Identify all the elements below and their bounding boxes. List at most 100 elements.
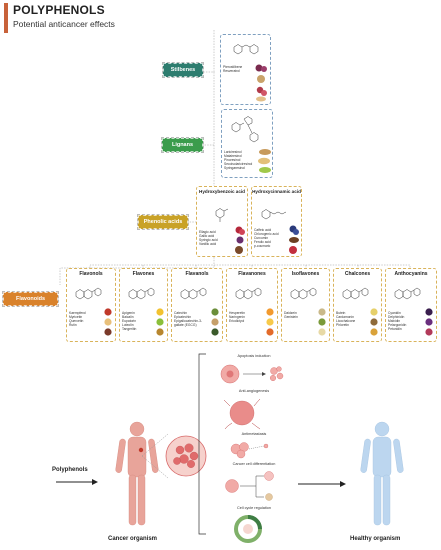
effect-antimetastasis-label: Antimetastasis	[241, 432, 267, 436]
tumor-zoom-lens	[141, 433, 207, 479]
flavonols-food-icons	[104, 308, 112, 336]
lignan-food-icons	[258, 149, 271, 173]
phenolic-acids-tag: Phenolic acids	[137, 214, 189, 230]
chalcones-structure-icon	[342, 287, 369, 300]
compound-syringaresinol: Syringaresinol	[224, 166, 245, 171]
compound-pinoresinol: Pinoresinol	[224, 158, 241, 163]
anthocyanins-food-icons	[425, 308, 433, 336]
healthy-organism-label: Healthy organism	[350, 536, 401, 542]
compound-item: Apigenin	[122, 311, 135, 315]
isoflavones-title: Isoflavones	[291, 271, 320, 277]
chalcones-title: Chalcones	[344, 271, 371, 277]
flavanols-title: Flavanols	[185, 271, 209, 277]
anthocyanins-title: Anthocyanins	[394, 271, 428, 277]
compound-curcumin: Curcumin	[254, 236, 269, 241]
compound-item: Kaempferol	[69, 311, 86, 315]
compound-item: Tangeritin	[122, 327, 137, 332]
compound-item: Rutin	[69, 323, 77, 328]
hydroxybenzoic-structure-icon	[215, 208, 229, 222]
compound-item: gallate (EGCG)	[174, 323, 197, 328]
stilbenes-compounds: Pterostilbene Resveratrol	[223, 65, 242, 73]
compound-item: Petunidin	[388, 327, 402, 332]
isoflavones-food-icons	[318, 308, 326, 336]
compound-item: Eriodictyol	[229, 319, 245, 324]
flavones-structure-icon	[128, 287, 155, 300]
effect-differentiation-label: Cancer cell differentiation	[232, 462, 276, 466]
stilbenes-label: Stilbenes	[170, 67, 196, 73]
compound-chlorogenic-acid: Chlorogenic acid	[254, 232, 279, 237]
compound-syringic-acid: Syringic acid	[199, 238, 218, 243]
isoflavones-structure-icon	[290, 287, 317, 300]
lignans-label: Lignans	[171, 142, 194, 148]
hydroxybenzoic-food-icons	[235, 226, 245, 254]
compound-item: Malvidin	[388, 319, 401, 324]
effect-cell-cycle-label: Cell cycle regulation	[237, 506, 271, 510]
compound-ellagic-acid: Ellagic acid	[199, 230, 216, 234]
stilbenes-box: Pterostilbene Resveratrol	[220, 34, 271, 105]
compound-secoisolariciresinol: Secoisolariciresinol	[224, 162, 253, 167]
compound-item: Epigallocatechin-3-	[174, 319, 203, 324]
phenolic-acids-label: Phenolic acids	[143, 219, 183, 225]
compound-caffeic-acid: Caffeic acid	[254, 228, 272, 232]
compound-item: Myricetin	[69, 315, 83, 320]
compound-item: Genistein	[284, 315, 298, 320]
stilbene-structure-icon	[233, 44, 259, 55]
compound-item: Phloretin	[336, 323, 350, 328]
compound-gallic-acid: Gallic acid	[199, 234, 215, 239]
flavonoid-branch-connectors	[89, 264, 411, 268]
cancer-organism-figure	[115, 421, 159, 526]
cell-cycle-icon	[234, 515, 262, 543]
compound-item: Baicalin	[122, 315, 134, 320]
compound-item: Cyanidin	[388, 311, 401, 315]
compound-item: Butein	[336, 311, 346, 315]
hydroxybenzoic-compounds: Ellagic acid Gallic acid Syringic acid V…	[199, 230, 218, 246]
polyphenols-label: Polyphenols	[52, 467, 88, 473]
compound-item: Epicatechin	[174, 315, 192, 320]
hydroxybenzoic-box: Hydroxybenzoic acid Ellagic acid Gallic …	[196, 186, 248, 257]
healthy-organism-figure	[360, 421, 404, 526]
compound-item: Pelargonidin	[388, 323, 407, 328]
compound-item: Licochalcone	[336, 319, 356, 324]
lignans-compounds: Lariciresinol Matairesinol Pinoresinol S…	[224, 150, 252, 171]
hydroxycinnamic-box: Hydroxycinnamic acid Caffeic acid Chloro…	[251, 186, 302, 257]
effect-antiangiogenesis-label: Anti-angiogenesis	[238, 389, 270, 393]
flavonols-structure-icon	[75, 287, 102, 300]
compound-item: Quercetin	[69, 319, 84, 324]
healing-arrow	[298, 481, 346, 487]
flavonoids-tag: Flavonoids	[2, 291, 59, 307]
page-subtitle: Potential anticancer effects	[13, 19, 115, 29]
apoptosis-icon	[220, 364, 284, 384]
polyphenols-arrow	[56, 479, 98, 485]
compound-item: Eupatorin	[122, 319, 137, 324]
cancer-organism-label: Cancer organism	[108, 536, 158, 542]
chalcones-food-icons	[370, 308, 378, 336]
differentiation-icon	[225, 471, 274, 501]
compound-item: Cardamonin	[336, 315, 354, 320]
compound-matairesinol: Matairesinol	[224, 154, 242, 159]
effect-apoptosis-label: Apoptosis induction	[237, 354, 271, 358]
antimetastasis-icon	[230, 442, 269, 459]
page-title: POLYPHENOLS	[13, 3, 105, 17]
flavones-title: Flavones	[132, 271, 155, 277]
stilbene-food-icons	[255, 64, 267, 102]
hydroxybenzoic-title: Hydroxybenzoic acid	[199, 189, 245, 194]
flavanols-structure-icon	[180, 287, 207, 300]
stilbenes-tag: Stilbenes	[162, 62, 204, 78]
compound-item: Delphinidin	[388, 315, 405, 320]
compound-lariciresinol: Lariciresinol	[224, 150, 242, 154]
compound-item: Hesperetin	[229, 311, 245, 315]
hydroxycinnamic-title: Hydroxycinnamic acid	[252, 189, 301, 194]
flavones-food-icons	[156, 308, 164, 336]
lignans-box: Lariciresinol Matairesinol Pinoresinol S…	[221, 109, 273, 178]
